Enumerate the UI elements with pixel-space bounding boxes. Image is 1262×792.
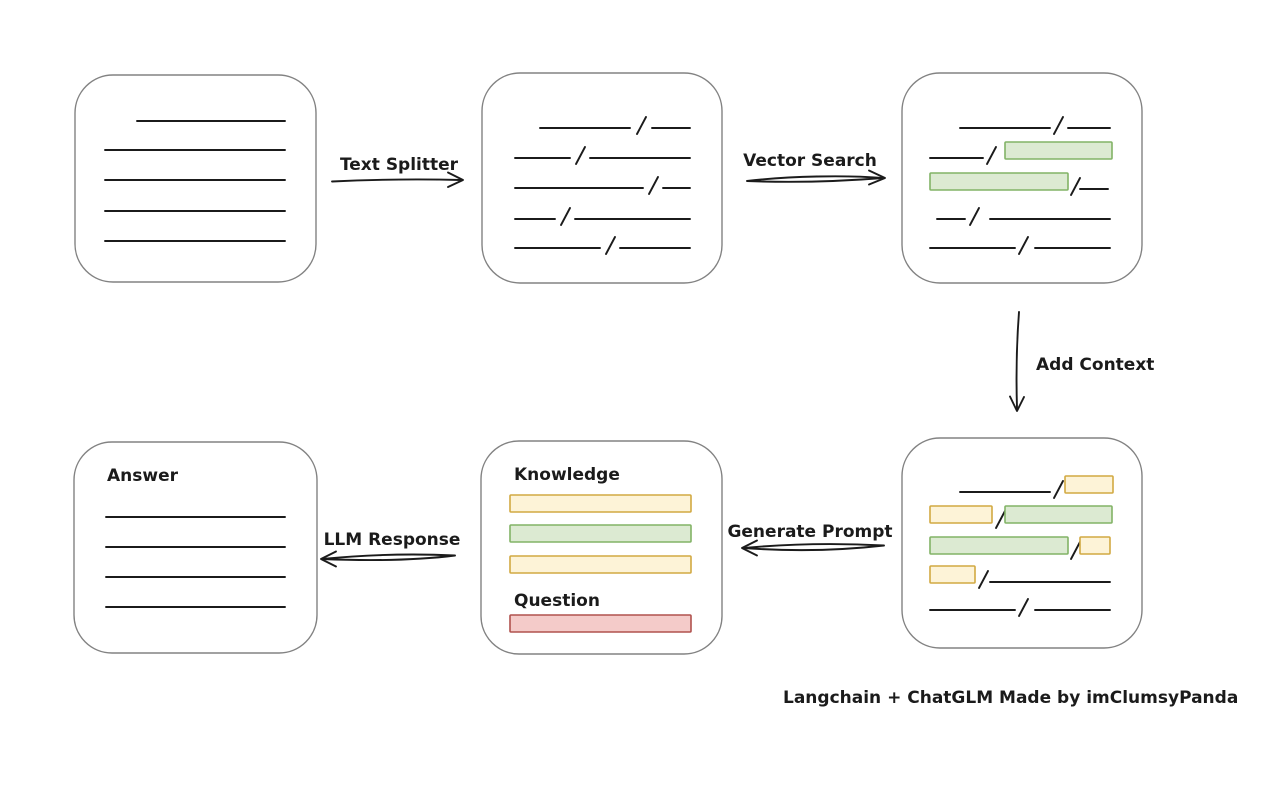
- vector-search-arrow: Vector Search: [743, 151, 886, 186]
- prompt-node: Knowledge Question: [480, 440, 723, 655]
- yellow-highlight-bar: [929, 505, 993, 524]
- arrow-head-icon: [741, 539, 758, 557]
- text-splitter-label: Text Splitter: [340, 155, 459, 175]
- context-text-lines: [929, 475, 1114, 617]
- document-text-lines: [104, 120, 286, 242]
- answer-title: Answer: [107, 466, 179, 486]
- vector-search-label: Vector Search: [743, 151, 877, 171]
- slash-separator: [1053, 480, 1064, 499]
- green-highlight-bar: [509, 524, 692, 543]
- arrow-shaft: [743, 543, 885, 552]
- red-highlight-bar: [509, 614, 692, 633]
- slash-separator: [648, 176, 659, 195]
- text-splitter-arrow: Text Splitter: [331, 155, 464, 188]
- arrow-shaft: [321, 553, 456, 562]
- question-title: Question: [514, 591, 600, 611]
- document-box-outline: [74, 74, 317, 283]
- yellow-highlight-bar: [509, 555, 692, 574]
- chunks-node: [481, 72, 723, 284]
- arrow-shaft: [1015, 311, 1020, 409]
- slash-separator: [636, 116, 647, 135]
- arrow-head-icon: [1009, 395, 1025, 412]
- chunks-box-outline: [481, 72, 723, 284]
- slash-separator: [1053, 116, 1064, 135]
- slash-separator: [978, 570, 989, 589]
- generate-prompt-label: Generate Prompt: [727, 522, 892, 542]
- answer-text-lines: [105, 516, 286, 608]
- search-results-node: [901, 72, 1143, 284]
- search-results-text-lines: [929, 116, 1113, 255]
- knowledge-title: Knowledge: [514, 465, 620, 485]
- arrow-head-icon: [320, 550, 337, 568]
- slash-separator: [1018, 598, 1029, 617]
- add-context-label: Add Context: [1036, 355, 1154, 375]
- llm-response-label: LLM Response: [324, 530, 461, 550]
- answer-node: Answer: [73, 441, 318, 654]
- slash-separator: [560, 207, 571, 226]
- slash-separator: [969, 207, 980, 226]
- context-node: [901, 437, 1143, 649]
- slash-separator: [1018, 236, 1029, 255]
- arrow-head-icon: [447, 171, 464, 188]
- chunks-text-lines: [514, 116, 691, 255]
- document-node: [74, 74, 317, 283]
- green-highlight-bar: [929, 172, 1069, 191]
- arrow-head-icon: [868, 169, 886, 186]
- green-highlight-bar: [929, 536, 1069, 555]
- yellow-highlight-bar: [509, 494, 692, 513]
- generate-prompt-arrow: Generate Prompt: [727, 522, 893, 557]
- slash-separator: [986, 146, 997, 165]
- caption: Langchain + ChatGLM Made by imClumsyPand…: [783, 688, 1238, 708]
- green-highlight-bar: [1004, 141, 1113, 160]
- llm-response-arrow: LLM Response: [320, 530, 461, 568]
- slash-separator: [1070, 541, 1081, 560]
- arrow-shaft: [331, 178, 462, 183]
- slash-separator: [605, 236, 616, 255]
- slash-separator: [1070, 177, 1081, 196]
- prompt-bars: [509, 494, 692, 633]
- arrow-shaft: [746, 175, 884, 183]
- add-context-arrow: Add Context: [1009, 311, 1154, 412]
- slash-separator: [995, 510, 1006, 529]
- yellow-highlight-bar: [1064, 475, 1114, 494]
- yellow-highlight-bar: [929, 565, 976, 584]
- slash-separator: [575, 146, 586, 165]
- green-highlight-bar: [1004, 505, 1113, 524]
- yellow-highlight-bar: [1079, 536, 1111, 555]
